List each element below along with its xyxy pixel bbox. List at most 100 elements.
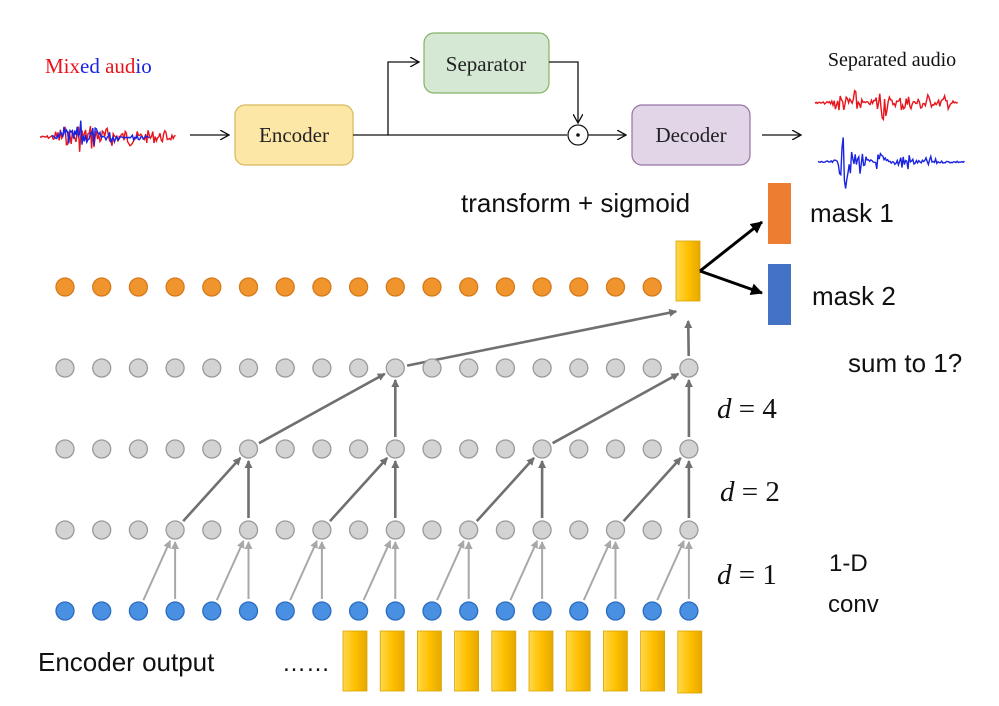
- input-node: [569, 601, 589, 621]
- hidden-node-d2: [569, 439, 589, 459]
- encoder-frame: [379, 630, 405, 692]
- encoder-label: Encoder: [259, 123, 329, 147]
- input-node: [55, 601, 75, 621]
- hidden-node-d1: [532, 520, 552, 540]
- encoder-frame: [603, 630, 628, 692]
- multiply-node: [567, 124, 589, 146]
- hidden-node-d2: [679, 439, 699, 459]
- transform-block: [675, 240, 701, 302]
- output-node: [642, 277, 662, 297]
- dilation-edge: [656, 539, 685, 601]
- hidden-node-d1: [348, 520, 369, 540]
- input-node: [92, 601, 112, 621]
- input-node: [348, 601, 369, 621]
- decoder-label: Decoder: [655, 123, 726, 147]
- dilation-edge: [582, 539, 612, 601]
- separated-waveforms: [814, 89, 965, 189]
- input-node: [385, 601, 405, 621]
- hidden-node-d4: [642, 358, 662, 378]
- encoder-frame: [342, 630, 368, 692]
- hidden-node-d4: [128, 358, 149, 378]
- dilation-edge: [551, 372, 680, 445]
- dilation-edge: [622, 457, 682, 522]
- encoder-output-label: Encoder output: [38, 647, 215, 677]
- hidden-node-d2: [532, 439, 552, 459]
- dilation-edge: [289, 539, 318, 601]
- input-node: [679, 601, 699, 621]
- output-node: [238, 277, 259, 297]
- output-node: [385, 277, 405, 297]
- decoder-block[interactable]: Decoder: [631, 104, 751, 166]
- dilation-edge: [362, 539, 392, 601]
- encoder-frame: [454, 630, 480, 692]
- arrow-to-mask1: [699, 220, 763, 273]
- hidden-node-d4: [202, 358, 222, 378]
- hidden-node-d2: [348, 439, 369, 459]
- sum-to-one-question: sum to 1?: [848, 348, 962, 378]
- hidden-node-d1: [312, 520, 332, 540]
- hidden-node-d1: [385, 520, 405, 540]
- mask2-label: mask 2: [812, 281, 896, 311]
- output-node: [128, 277, 149, 297]
- output-node: [459, 277, 479, 297]
- hidden-node-d1: [238, 520, 259, 540]
- output-node: [422, 277, 442, 297]
- ellipsis: ……: [282, 650, 330, 677]
- encoder-block[interactable]: Encoder: [234, 104, 354, 166]
- hidden-node-d2: [495, 439, 516, 459]
- hidden-node-d1: [92, 520, 112, 540]
- hidden-node-d2: [165, 439, 185, 459]
- input-node: [165, 601, 185, 621]
- hidden-node-d4: [275, 358, 295, 378]
- hidden-node-d1: [55, 520, 75, 540]
- encoder-frame: [491, 630, 517, 692]
- encoder-frame: [677, 630, 703, 694]
- mask2-bar: [768, 264, 791, 325]
- input-node: [605, 601, 626, 621]
- hidden-node-d2: [238, 439, 259, 459]
- hidden-node-d2: [385, 439, 405, 459]
- hidden-node-d4: [605, 358, 626, 378]
- hidden-node-d1: [459, 520, 479, 540]
- hidden-node-d4: [238, 358, 259, 378]
- hidden-node-d2: [275, 439, 295, 459]
- dilation-edge: [215, 539, 245, 601]
- arrow-to-mask2: [699, 269, 763, 295]
- hidden-node-d4: [165, 358, 185, 378]
- hidden-node-d2: [605, 439, 626, 459]
- hidden-node-d4: [55, 358, 75, 378]
- output-node: [495, 277, 516, 297]
- mixed-waveform: [39, 120, 176, 152]
- encoder-frame: [640, 630, 665, 692]
- hidden-node-d4: [312, 358, 332, 378]
- separator-label: Separator: [446, 52, 526, 76]
- dilation-edge: [329, 457, 389, 522]
- mixed-audio-label: Mixed audio: [45, 54, 152, 78]
- tcn-nodes: [55, 277, 699, 621]
- hidden-node-d2: [459, 439, 479, 459]
- output-node: [348, 277, 369, 297]
- hidden-node-d1: [128, 520, 149, 540]
- input-node: [422, 601, 442, 621]
- arrow-to-multiply: [549, 61, 578, 122]
- hidden-node-d2: [128, 439, 149, 459]
- separated-audio-label: Separated audio: [828, 49, 956, 71]
- arrow-to-separator: [353, 62, 418, 136]
- input-node: [642, 601, 662, 621]
- dilation-label-2: d = 2: [720, 476, 780, 508]
- dilation-edge: [258, 372, 386, 445]
- dilation-edge: [436, 539, 465, 601]
- input-node: [275, 601, 295, 621]
- hidden-node-d1: [275, 520, 295, 540]
- input-node: [312, 601, 332, 621]
- hidden-node-d1: [642, 520, 662, 540]
- output-node: [165, 277, 185, 297]
- output-node: [605, 277, 626, 297]
- hidden-node-d1: [569, 520, 589, 540]
- separator-block[interactable]: Separator: [423, 32, 550, 94]
- input-node: [128, 601, 149, 621]
- hidden-node-d4: [569, 358, 589, 378]
- input-node: [459, 601, 479, 621]
- hidden-node-d1: [202, 520, 222, 540]
- hidden-node-d4: [459, 358, 479, 378]
